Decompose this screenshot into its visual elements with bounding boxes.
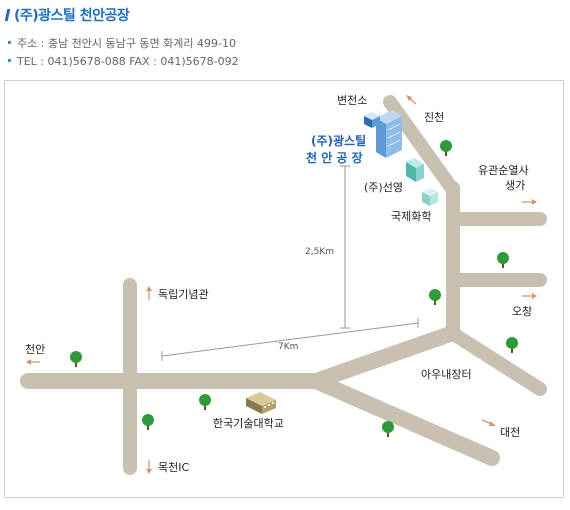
tree-icon (497, 252, 509, 268)
distance-markers (161, 165, 419, 361)
road-to-junction (308, 325, 461, 389)
trees (70, 140, 518, 437)
label-yugwan-1: 유관순열사 (478, 164, 529, 177)
label-yugwan-2: 생가 (505, 179, 525, 192)
label-cheonan: 천안 (25, 342, 45, 356)
page-title-text: (주)광스틸 천안공장 (14, 8, 130, 24)
road-to-daejeon (308, 373, 500, 466)
label-company-2: 천 안 공 장 (306, 150, 363, 165)
tree-icon (440, 140, 452, 156)
arrow-cheonan-icon (26, 359, 40, 365)
phone-line: TEL : 041)5678-088 FAX : 041)5678-092 (8, 55, 239, 68)
arrow-mokcheon-icon (146, 460, 152, 474)
bullet-icon (8, 41, 11, 44)
label-daejeon: 대전 (500, 426, 520, 439)
arrow-ochang-icon (522, 293, 537, 299)
tree-icon (382, 421, 394, 437)
road-to-aune (445, 326, 547, 396)
phone-text: TEL : 041)5678-088 FAX : 041)5678-092 (17, 55, 239, 68)
label-university: 한국기술대학교 (213, 417, 284, 430)
page-title: (주)광스틸 천안공장 (4, 5, 130, 25)
arrow-yugwan-icon (522, 199, 537, 205)
distance-horizontal-label: 7Km (278, 342, 298, 352)
distance-line-diagonal (161, 322, 419, 357)
label-company-1: (주)광스틸 (311, 133, 366, 148)
label-aune: 아우내장터 (421, 368, 472, 381)
tree-icon (142, 414, 154, 430)
company-building-icon (364, 110, 402, 158)
distance-label-bg (306, 243, 336, 256)
tree-icon (199, 394, 211, 410)
label-sunyoung: (주)선영 (364, 181, 403, 194)
arrow-jincheon-icon (406, 95, 417, 105)
distance-vertical-label: 2,5Km (305, 247, 334, 257)
label-substation: 변전소 (337, 94, 367, 107)
kukje-building-icon (422, 188, 438, 206)
direction-arrows (26, 95, 537, 474)
sunyoung-building-icon (406, 158, 424, 182)
label-ochang: 오창 (512, 305, 532, 318)
university-building-icon (246, 392, 276, 414)
label-dokrip: 독립기념관 (158, 288, 209, 301)
arrow-dokrip-icon (146, 286, 152, 300)
address-text: 주소 : 충남 천안시 동남구 동면 화계리 499-10 (17, 37, 236, 50)
map-frame (4, 80, 564, 498)
label-kukje: 국제화학 (391, 210, 431, 223)
bullet-icon (8, 59, 11, 62)
label-jincheon: 진천 (424, 110, 444, 124)
arrow-daejeon-icon (481, 419, 496, 426)
tree-icon (429, 289, 441, 305)
label-mokcheon: 목천IC (158, 460, 189, 474)
tree-icon (506, 337, 518, 353)
tree-icon (70, 351, 82, 367)
roads (20, 95, 547, 475)
address-line: 주소 : 충남 천안시 동남구 동면 화계리 499-10 (8, 35, 236, 51)
